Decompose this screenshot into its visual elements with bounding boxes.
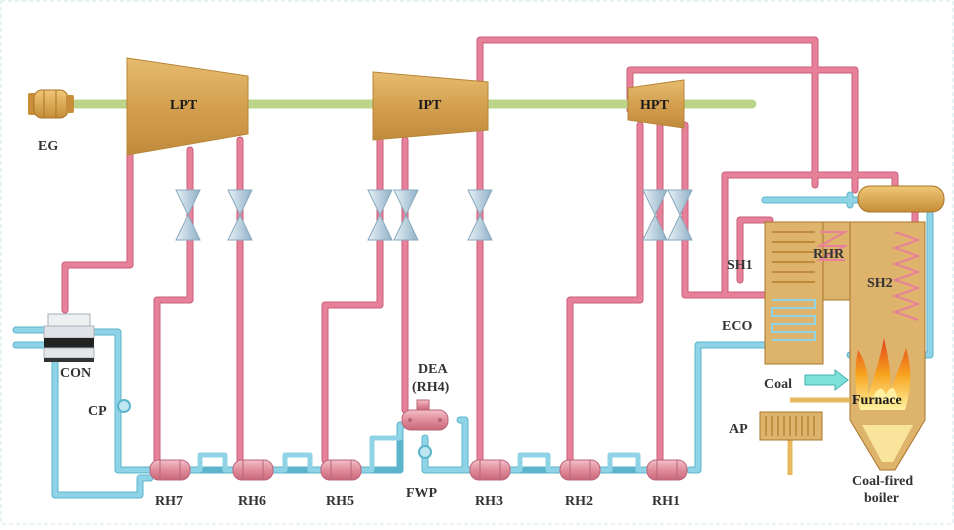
valves xyxy=(175,189,693,241)
hp-turbine-label: HPT xyxy=(640,98,669,113)
heater-label: RH1 xyxy=(652,494,680,509)
rhr-label: RHR xyxy=(813,247,845,262)
generator xyxy=(28,89,74,119)
flame xyxy=(855,338,911,410)
deaerator-label-2: (RH4) xyxy=(412,380,450,395)
condenser xyxy=(43,313,95,362)
ip-turbine xyxy=(372,71,489,141)
lp-turbine xyxy=(126,57,249,156)
coal-fired-boiler xyxy=(764,185,945,471)
sh1-label: SH1 xyxy=(727,258,753,273)
generator-label: EG xyxy=(38,139,58,154)
valve-icon xyxy=(642,189,668,241)
valve-icon xyxy=(227,189,253,241)
heater-label: RH5 xyxy=(326,494,354,509)
heater-label: RH6 xyxy=(238,494,266,509)
coal-arrow xyxy=(804,368,849,392)
steam-pipes xyxy=(61,36,919,464)
heater-label: RH3 xyxy=(475,494,503,509)
deaerator-label-1: DEA xyxy=(418,362,448,377)
steam-drum xyxy=(857,185,945,213)
valve-icon xyxy=(467,189,493,241)
sh2-label: SH2 xyxy=(867,276,893,291)
boiler-label-1: Coal-fired xyxy=(852,474,913,489)
lp-turbine-label: LPT xyxy=(170,98,198,113)
regenerative-heaters xyxy=(149,459,688,481)
feedwater-pump-label: FWP xyxy=(406,486,438,501)
heater-rh6 xyxy=(232,459,274,481)
valve-icon xyxy=(175,189,201,241)
condenser-label: CON xyxy=(60,366,91,381)
eco-label: ECO xyxy=(722,319,752,334)
air-preheater xyxy=(759,397,850,475)
back-pass xyxy=(764,221,824,365)
heater-label: RH7 xyxy=(155,494,183,509)
deaerator xyxy=(401,399,449,431)
boiler-label-2: boiler xyxy=(864,491,899,506)
heater-rh3 xyxy=(469,459,511,481)
feedwater-pump xyxy=(418,445,432,459)
coal-label: Coal xyxy=(764,377,792,392)
heater-rh7 xyxy=(149,459,191,481)
hp-turbine xyxy=(627,79,685,129)
valve-icon xyxy=(667,189,693,241)
ip-turbine-label: IPT xyxy=(418,98,442,113)
heater-label: RH2 xyxy=(565,494,593,509)
heater-rh1 xyxy=(646,459,688,481)
heater-rh5 xyxy=(320,459,362,481)
furnace-label: Furnace xyxy=(852,393,902,408)
air-preheater-label: AP xyxy=(729,422,748,437)
condensate-pump xyxy=(117,399,131,413)
valve-icon xyxy=(367,189,393,241)
water-pipes xyxy=(12,191,934,499)
valve-icon xyxy=(393,189,419,241)
heater-rh2 xyxy=(559,459,601,481)
condensate-pump-label: CP xyxy=(88,404,107,419)
